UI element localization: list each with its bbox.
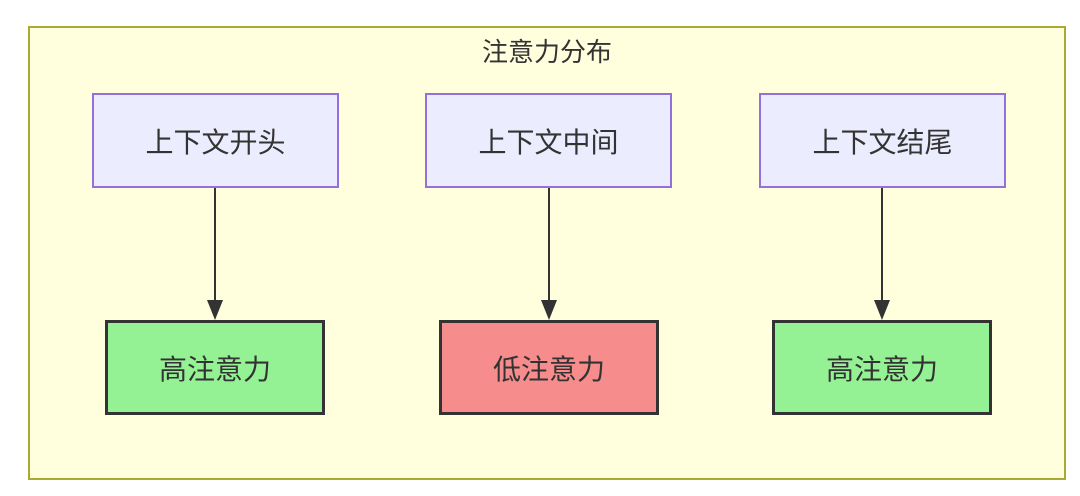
source-node-context-middle-label: 上下文中间	[478, 126, 619, 158]
arrow-down-icon	[541, 188, 557, 320]
result-node-high-attention-1-label: 高注意力	[158, 353, 271, 385]
arrow-down-icon	[207, 188, 223, 320]
diagram-title: 注意力分布	[481, 37, 612, 67]
source-node-context-start: 上下文开头	[92, 93, 339, 188]
result-node-high-attention-1: 高注意力	[105, 320, 325, 415]
arrow-down-icon	[874, 188, 890, 320]
result-node-high-attention-2-label: 高注意力	[825, 353, 938, 385]
result-node-low-attention: 低注意力	[439, 320, 659, 415]
source-node-context-end: 上下文结尾	[759, 93, 1006, 188]
source-node-context-end-label: 上下文结尾	[812, 126, 953, 158]
source-node-context-start-label: 上下文开头	[145, 126, 286, 158]
source-node-context-middle: 上下文中间	[425, 93, 672, 188]
result-node-low-attention-label: 低注意力	[492, 353, 605, 385]
result-node-high-attention-2: 高注意力	[772, 320, 992, 415]
attention-distribution-cluster: 注意力分布 上下文开头 高注意力 上下文中间 低注意力 上下文结尾 高注意力	[28, 26, 1066, 480]
